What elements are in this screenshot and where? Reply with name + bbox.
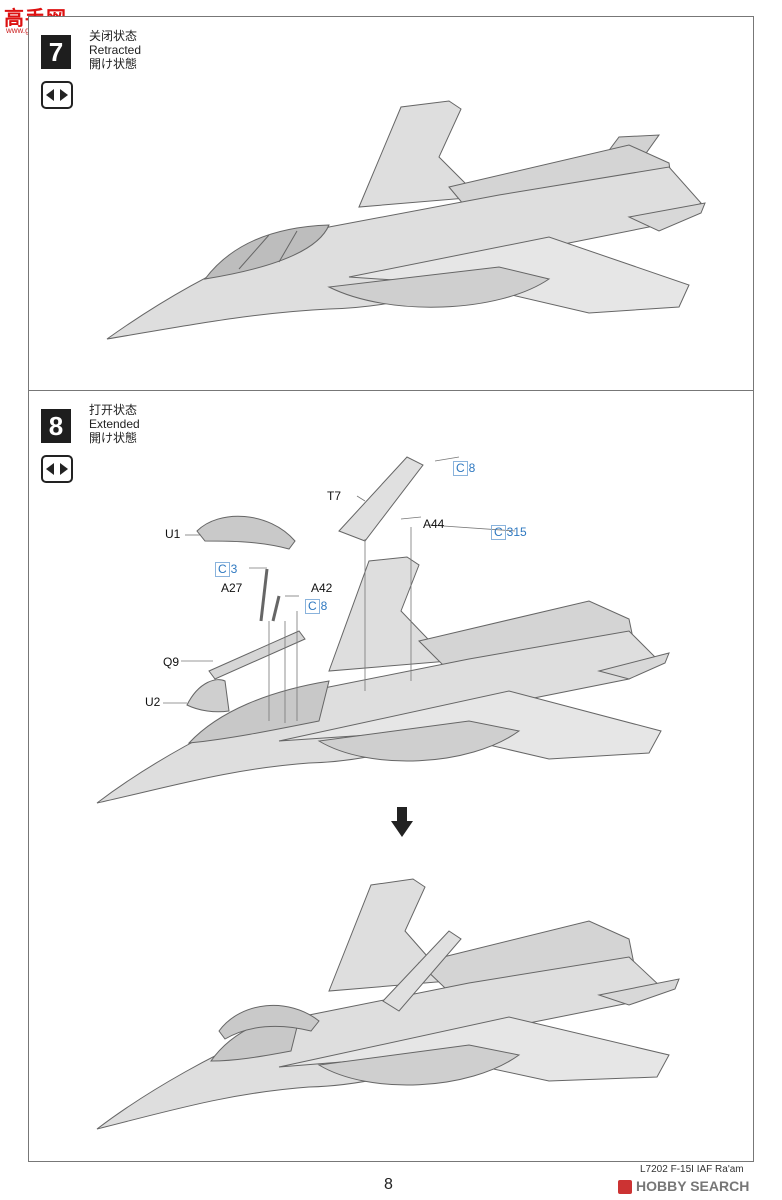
page-number: 8	[384, 1176, 393, 1193]
step7-label-cn: 关闭状态	[89, 29, 138, 43]
part-label-t7: T7	[327, 489, 342, 503]
paint-ref-box: C	[305, 599, 320, 614]
paint-ref-box: C	[491, 525, 506, 540]
step8-label: 打开状态 Extended 開け状態	[89, 403, 140, 445]
step8-number: 8	[41, 409, 71, 443]
paint-ref-value: 3	[230, 562, 238, 576]
part-label-a42: A42	[311, 581, 333, 595]
step7-label-en: Retracted	[89, 43, 142, 57]
hobby-search-brand: HOBBY SEARCH	[636, 1178, 750, 1194]
part-label-q9: Q9	[163, 655, 180, 669]
step8-label-jp: 開け状態	[89, 431, 138, 445]
part-label-a44: A44	[423, 517, 445, 531]
step8-flip-icon	[41, 455, 73, 483]
paint-ref-value: 315	[506, 525, 527, 539]
step7-label-jp: 開け状態	[89, 57, 138, 71]
paint-ref-box: C	[215, 562, 230, 577]
aircraft-exploded-drawing	[96, 456, 680, 1130]
hobby-search-logo: HOBBY SEARCH	[618, 1178, 750, 1195]
step8-label-cn: 打开状态	[89, 403, 138, 417]
part-label-u2: U2	[145, 695, 161, 709]
step7-label: 关闭状态 Retracted 開け状態	[89, 29, 141, 71]
paint-ref-value: 8	[320, 599, 328, 613]
step7-panel: 7 关闭状态 Retracted 開け状態	[28, 16, 754, 394]
step-arrow-icon	[391, 807, 413, 837]
part-label-u1: U1	[165, 527, 181, 541]
hobby-search-logo-icon	[618, 1180, 632, 1195]
step8-label-en: Extended	[89, 417, 140, 431]
step8-panel: 8 打开状态 Extended 開け状態	[28, 390, 754, 1162]
step7-number: 7	[41, 35, 71, 69]
aircraft-retracted-drawing	[106, 100, 706, 340]
paint-ref-value: 8	[468, 461, 476, 475]
paint-ref-box: C	[453, 461, 468, 476]
kit-code: L7202 F-15I IAF Ra'am	[640, 1164, 744, 1175]
step7-flip-icon	[41, 81, 73, 109]
part-label-a27: A27	[221, 581, 243, 595]
